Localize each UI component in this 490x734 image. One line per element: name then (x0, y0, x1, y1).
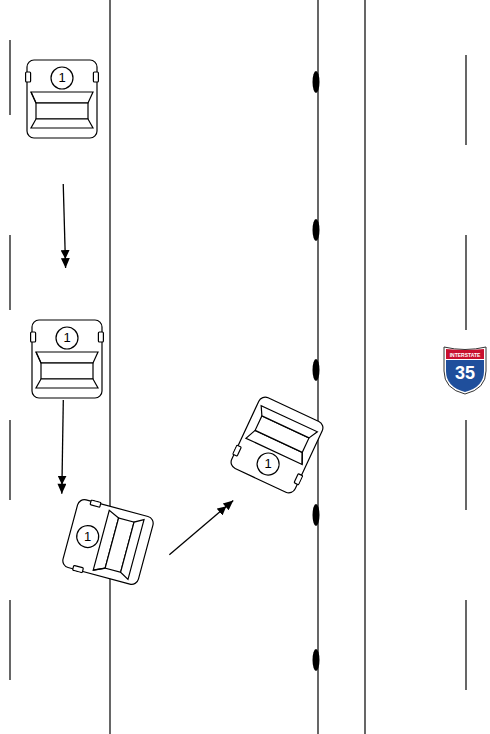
edge-line (364, 0, 365, 734)
lane-dash (9, 40, 10, 115)
lane-dash (465, 420, 466, 510)
shield-label: INTERSTATE (443, 352, 487, 358)
vehicle: 1 (59, 496, 157, 589)
vehicle-number: 1 (77, 528, 99, 546)
rumble-marker (313, 359, 320, 381)
route-shield: INTERSTATE 35 (443, 345, 487, 395)
vehicle: 1 (226, 392, 328, 498)
vehicle: 1 (25, 58, 99, 140)
rumble-marker (313, 71, 320, 93)
lane-dash (9, 600, 10, 680)
lane-dash (465, 600, 466, 690)
lane-dash (9, 420, 10, 500)
rumble-marker (313, 649, 320, 671)
vehicle-outline (226, 392, 328, 498)
vehicle: 1 (30, 318, 104, 400)
vehicle-number: 1 (56, 329, 78, 347)
rumble-marker (313, 504, 320, 526)
route-number: 35 (443, 363, 487, 383)
motion-arrow (169, 500, 233, 554)
vehicle-number: 1 (51, 69, 73, 87)
lane-dash (465, 55, 466, 145)
rumble-marker (313, 219, 320, 241)
lane-dash (9, 235, 10, 310)
lane-dash (465, 235, 466, 330)
motion-arrow (62, 400, 63, 494)
vehicle-number: 1 (257, 455, 279, 473)
motion-arrow (63, 184, 65, 268)
vehicle-outline (59, 496, 157, 589)
edge-line (109, 0, 110, 734)
